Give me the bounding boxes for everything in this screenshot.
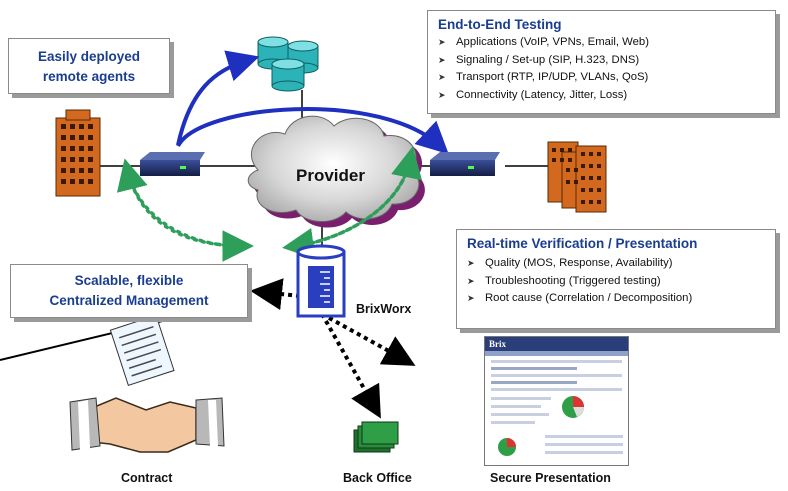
realtime-verification-box: Real-time Verification / Presentation ➤ Q… <box>456 229 776 329</box>
screenshot-charts <box>491 396 623 456</box>
remote-agents-line-1: Easily deployed <box>37 49 141 64</box>
screenshot-row <box>491 381 577 384</box>
end-to-end-item-text: Transport (RTP, IP/UDP, VLANs, QoS) <box>456 71 649 83</box>
remote-agents-line-2: remote agents <box>42 69 136 84</box>
end-to-end-item: ➤ Connectivity (Latency, Jitter, Loss) <box>438 87 775 105</box>
arrowhead-bullet-icon: ➤ <box>467 258 475 268</box>
realtime-item: ➤ Troubleshooting (Triggered testing) <box>467 273 775 291</box>
realtime-item: ➤ Quality (MOS, Response, Availability) <box>467 255 775 273</box>
control-arrows <box>176 50 449 155</box>
screenshot-row <box>491 388 622 391</box>
remote-agents-callout: Easily deployed remote agents <box>8 38 170 94</box>
brixworx-server-icon <box>296 244 346 318</box>
end-to-end-item-text: Connectivity (Latency, Jitter, Loss) <box>456 88 628 101</box>
network-appliance-right-icon <box>430 152 500 176</box>
end-to-end-testing-box: End-to-End Testing ➤ Applications (VoIP, … <box>427 10 776 114</box>
arrowhead-bullet-icon: ➤ <box>467 275 475 286</box>
centralized-management-callout: Scalable, flexible Centralized Managemen… <box>10 264 248 318</box>
back-office-label: Back Office <box>343 471 412 485</box>
secure-presentation-label: Secure Presentation <box>490 471 611 485</box>
screenshot-row <box>491 360 622 363</box>
end-to-end-item: ➤ Signaling / Set-up (SIP, H.323, DNS) <box>438 52 775 70</box>
management-line-2: Centralized Management <box>49 293 209 308</box>
screenshot-header: Brix <box>485 337 628 351</box>
realtime-item-text: Root cause (Correlation / Decomposition) <box>485 292 693 304</box>
contract-label: Contract <box>121 471 173 485</box>
provider-cloud <box>247 115 425 228</box>
network-appliance-left-icon <box>140 152 205 176</box>
folder-stack-icon <box>353 421 399 453</box>
end-to-end-title: End-to-End Testing <box>438 17 562 32</box>
pie-chart-icon <box>562 396 584 418</box>
secure-presentation-screenshot: Brix <box>484 336 629 466</box>
brixworx-label: BrixWorx <box>356 302 412 316</box>
arrowhead-bullet-icon: ➤ <box>438 37 446 47</box>
realtime-item: ➤ Root cause (Correlation / Decomposition… <box>467 290 775 308</box>
end-to-end-item-text: Signaling / Set-up (SIP, H.323, DNS) <box>456 53 640 66</box>
office-building-icon <box>55 109 101 197</box>
screenshot-row <box>491 374 622 377</box>
realtime-item-text: Troubleshooting (Triggered testing) <box>485 274 661 287</box>
end-to-end-item: ➤ Transport (RTP, IP/UDP, VLANs, QoS) <box>438 69 775 87</box>
realtime-title: Real-time Verification / Presentation <box>467 236 698 251</box>
brix-logo: Brix <box>489 339 506 349</box>
screenshot-row <box>491 367 577 370</box>
database-cylinders-icon <box>257 36 319 92</box>
end-to-end-item: ➤ Applications (VoIP, VPNs, Email, Web) <box>438 34 775 52</box>
contract-handshake-icon <box>69 314 225 453</box>
arrowhead-bullet-icon: ➤ <box>438 72 446 82</box>
pie-chart-icon <box>498 438 516 456</box>
realtime-list: ➤ Quality (MOS, Response, Availability) ➤… <box>467 255 775 308</box>
realtime-item-text: Quality (MOS, Response, Availability) <box>485 257 673 269</box>
measurement-arrows <box>116 146 422 262</box>
management-line-1: Scalable, flexible <box>74 273 184 288</box>
end-to-end-item-text: Applications (VoIP, VPNs, Email, Web) <box>456 36 649 48</box>
office-buildings-icon <box>547 141 607 213</box>
provider-label: Provider <box>296 166 365 185</box>
data-flow-arrows <box>250 278 416 419</box>
screenshot-nav <box>485 351 628 356</box>
arrowhead-bullet-icon: ➤ <box>467 293 475 303</box>
arrowhead-bullet-icon: ➤ <box>438 89 446 100</box>
arrowhead-bullet-icon: ➤ <box>438 54 446 65</box>
end-to-end-list: ➤ Applications (VoIP, VPNs, Email, Web) ➤… <box>438 34 775 104</box>
